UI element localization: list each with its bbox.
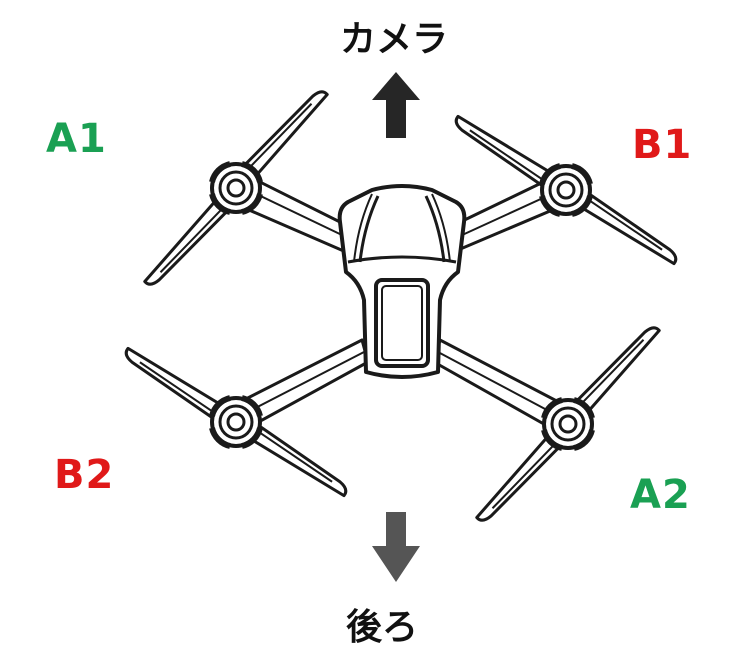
back-label: 後ろ [346, 607, 419, 648]
arrow-up-icon [372, 72, 420, 138]
arrow-down-icon [372, 512, 420, 582]
propeller-a1 [121, 86, 351, 290]
front-label: カメラ [340, 19, 449, 60]
drone-body [337, 184, 467, 379]
motor-label-a1: A1 [46, 116, 107, 162]
motor-label-b2: B2 [54, 452, 115, 498]
motor-label-a2: A2 [630, 472, 691, 518]
propeller-b1 [451, 88, 681, 292]
motor-label-b1: B1 [632, 122, 693, 168]
propeller-b2 [121, 320, 351, 524]
